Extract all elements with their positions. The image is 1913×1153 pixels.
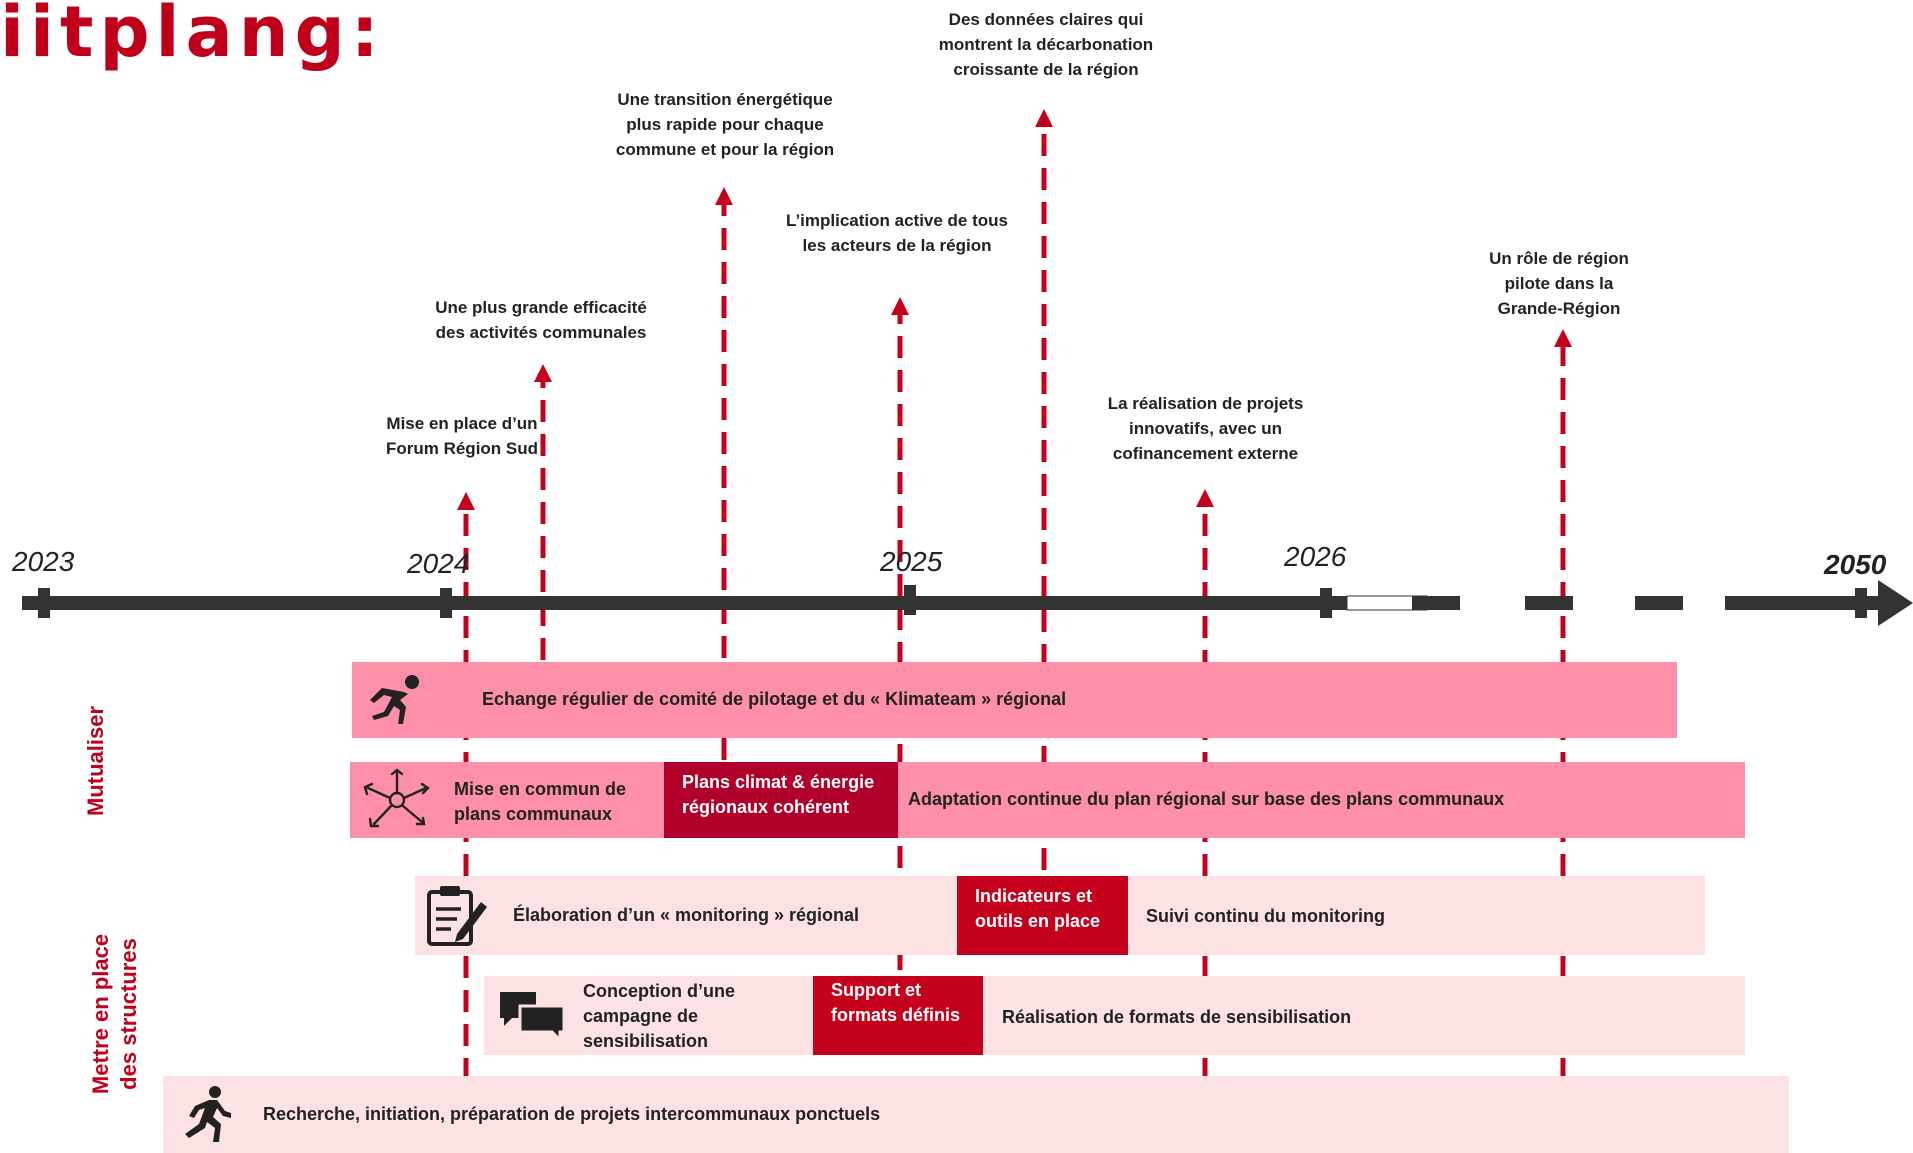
bar-awareness-seg1: Conception d’une campagne de sensibilisa… (583, 981, 735, 1051)
side-label-structures: Mettre en place des structures (87, 914, 143, 1114)
bar-monitoring-seg2: Suivi continu du monitoring (1146, 906, 1385, 926)
bar-steering-committee: Echange régulier de comité de pilotage e… (352, 662, 1677, 738)
crouching-runner-icon (370, 675, 419, 724)
arrow-head-6 (1196, 489, 1214, 507)
bar-monitoring-seg1: Élaboration d’un « monitoring » régional (513, 905, 860, 925)
year-label-2023: 2023 (12, 546, 75, 577)
milestone-support-formats: Support et formats définis (813, 976, 983, 1055)
page-title: iitplang: (0, 0, 385, 73)
year-label-2024: 2024 (407, 548, 470, 579)
outcome-innovative-projects: La réalisation de projets innovatifs, av… (1107, 394, 1304, 463)
year-ticks (38, 585, 1867, 618)
outcome-pilot-region: Un rôle de région pilote dans la Grande-… (1489, 249, 1629, 318)
outcome-transition: Une transition énergétique plus rapide p… (615, 90, 835, 159)
bar-intercommunal-projects-text: Recherche, initiation, préparation de pr… (263, 1104, 881, 1124)
arrow-head-1 (457, 492, 475, 510)
running-person-icon (185, 1086, 231, 1142)
outcome-efficiency: Une plus grande efficacité des activités… (435, 298, 647, 342)
arrow-head-3 (715, 187, 733, 205)
bar-intercommunal-projects: Recherche, initiation, préparation de pr… (163, 1076, 1789, 1153)
joined-hands-icon (363, 768, 430, 828)
bar-monitoring: Élaboration d’un « monitoring » régional… (415, 876, 1705, 955)
bar-awareness: Conception d’une campagne de sensibilisa… (484, 976, 1745, 1055)
bar-municipal-plans: Mise en commun de plans communaux Plans … (350, 762, 1745, 838)
side-label-structures-line2: des structures (116, 938, 141, 1090)
side-label-structures-line1: Mettre en place (88, 933, 113, 1095)
year-label-2025: 2025 (880, 546, 943, 577)
speech-bubbles-icon (500, 992, 566, 1044)
arrow-head-4 (891, 297, 909, 315)
outcome-data: Des données claires qui montrent la déca… (938, 10, 1154, 79)
bar-awareness-seg2: Réalisation de formats de sensibilisatio… (1002, 1007, 1352, 1027)
outcome-forum: Mise en place d’un Forum Région Sud (385, 414, 539, 458)
arrow-head-2 (534, 364, 552, 382)
year-label-2026: 2026 (1284, 541, 1347, 572)
arrow-head-5 (1035, 109, 1053, 127)
milestone-indicators: Indicateurs et outils en place (957, 876, 1128, 955)
milestone-regional-plans: Plans climat & énergie régionaux cohéren… (664, 762, 898, 838)
bar-steering-committee-text: Echange régulier de comité de pilotage e… (482, 689, 1067, 709)
clipboard-pencil-icon (427, 886, 487, 946)
outcome-involvement: L’implication active de tous les acteurs… (786, 211, 1008, 255)
timeline-axis-dashed (1346, 595, 1885, 611)
timeline-axis (22, 596, 1347, 610)
bar-municipal-plans-seg2: Adaptation continue du plan régional sur… (908, 789, 1505, 809)
timeline-arrowhead (1878, 580, 1913, 626)
side-label-mutualiser: Mutualiser (83, 705, 108, 817)
bar-municipal-plans-seg1: Mise en commun de plans communaux (454, 779, 627, 824)
year-label-2050: 2050 (1824, 549, 1887, 580)
arrow-head-7 (1554, 329, 1572, 347)
